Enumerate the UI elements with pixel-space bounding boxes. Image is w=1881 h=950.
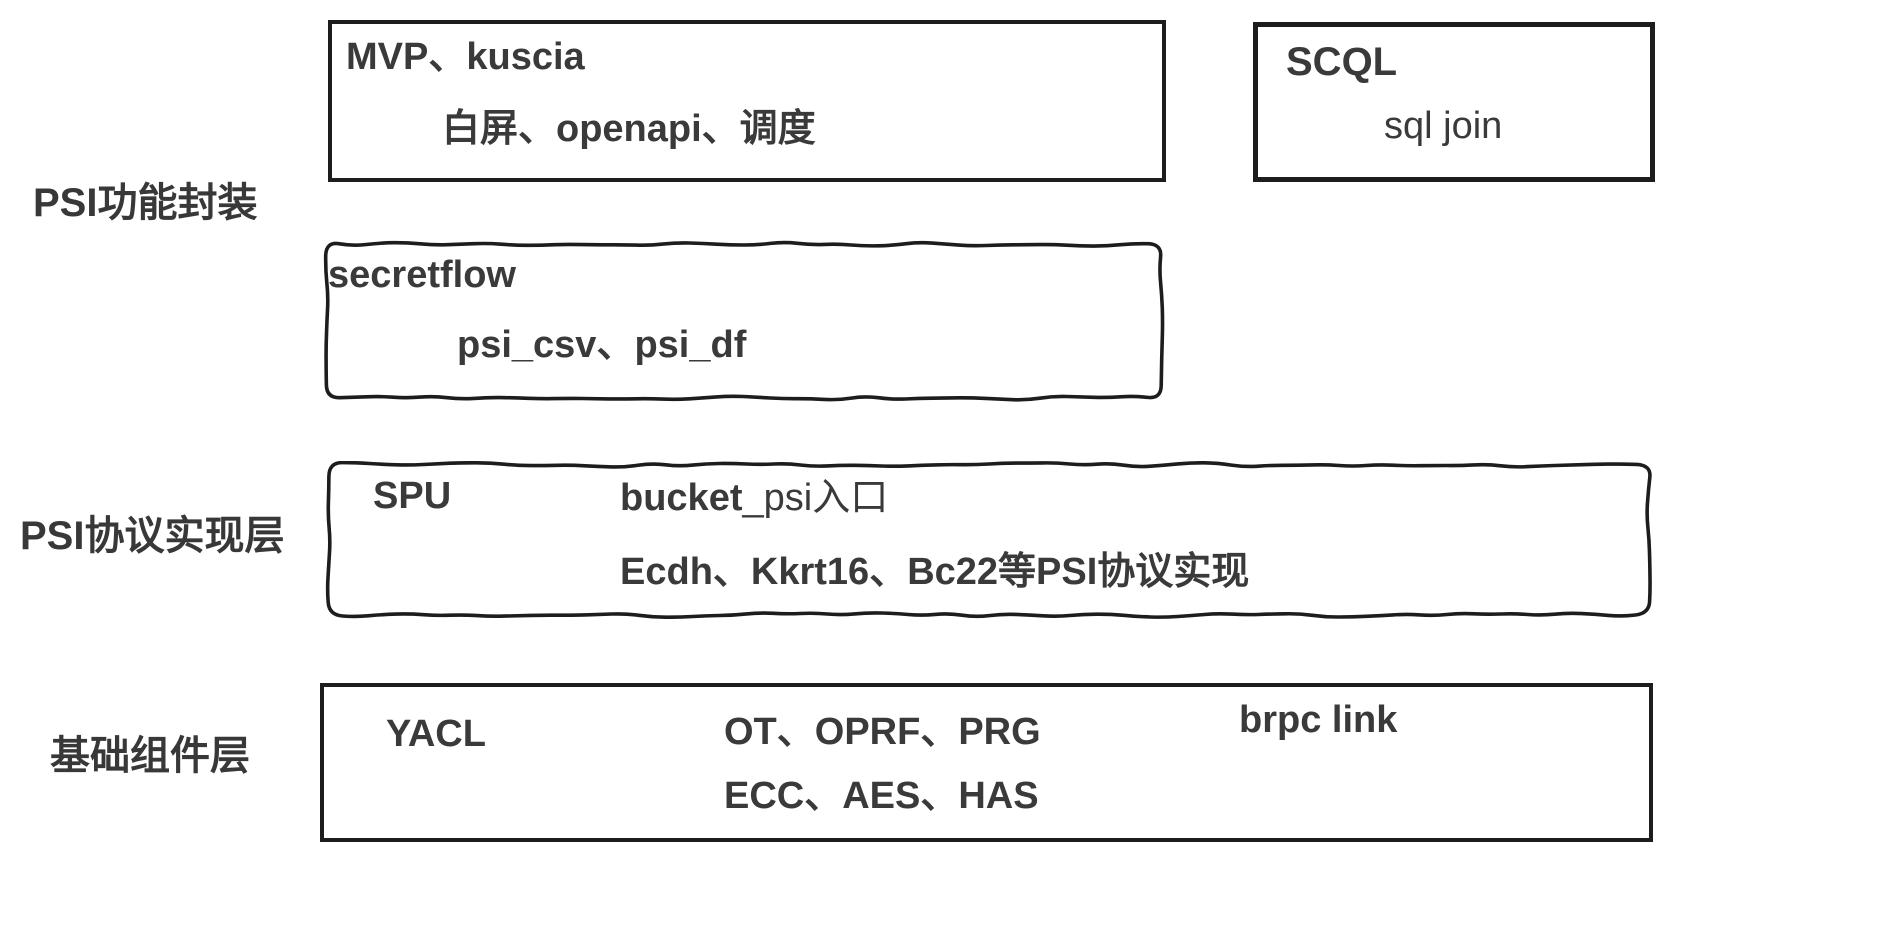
yacl-brpc-link: brpc link — [1239, 699, 1398, 741]
box-secretflow: secretflow psi_csv、psi_df — [322, 240, 1165, 402]
box-mvp-kuscia: MVP、kuscia 白屏、openapi、调度 — [328, 20, 1166, 182]
spu-sketch-border — [325, 461, 1652, 619]
secretflow-detail: psi_csv、psi_df — [457, 324, 747, 366]
scql-detail: sql join — [1384, 105, 1503, 147]
mvp-kuscia-title: MVP、kuscia — [346, 36, 585, 78]
label-base-component-layer: 基础组件层 — [50, 734, 250, 778]
spu-entry: bucket_psi入口 — [620, 477, 888, 521]
box-yacl: YACL OT、OPRF、PRG ECC、AES、HAS brpc link — [320, 683, 1653, 842]
spu-entry-bold: bucket — [620, 477, 743, 519]
spu-entry-rest: _psi入口 — [742, 477, 889, 519]
box-scql: SCQL sql join — [1253, 22, 1655, 182]
label-psi-function-layer: PSI功能封装 — [33, 181, 258, 225]
scql-title: SCQL — [1286, 40, 1398, 84]
yacl-primitives-line1: OT、OPRF、PRG — [724, 711, 1041, 753]
yacl-primitives-line2: ECC、AES、HAS — [724, 775, 1039, 817]
label-psi-protocol-layer: PSI协议实现层 — [20, 514, 285, 558]
box-spu: SPU bucket_psi入口 Ecdh、Kkrt16、Bc22等PSI协议实… — [325, 461, 1653, 619]
mvp-kuscia-detail: 白屏、openapi、调度 — [442, 108, 816, 150]
spu-title: SPU — [373, 475, 452, 517]
yacl-title: YACL — [386, 713, 486, 755]
spu-protocols: Ecdh、Kkrt16、Bc22等PSI协议实现 — [620, 551, 1250, 593]
secretflow-title: secretflow — [328, 254, 516, 296]
